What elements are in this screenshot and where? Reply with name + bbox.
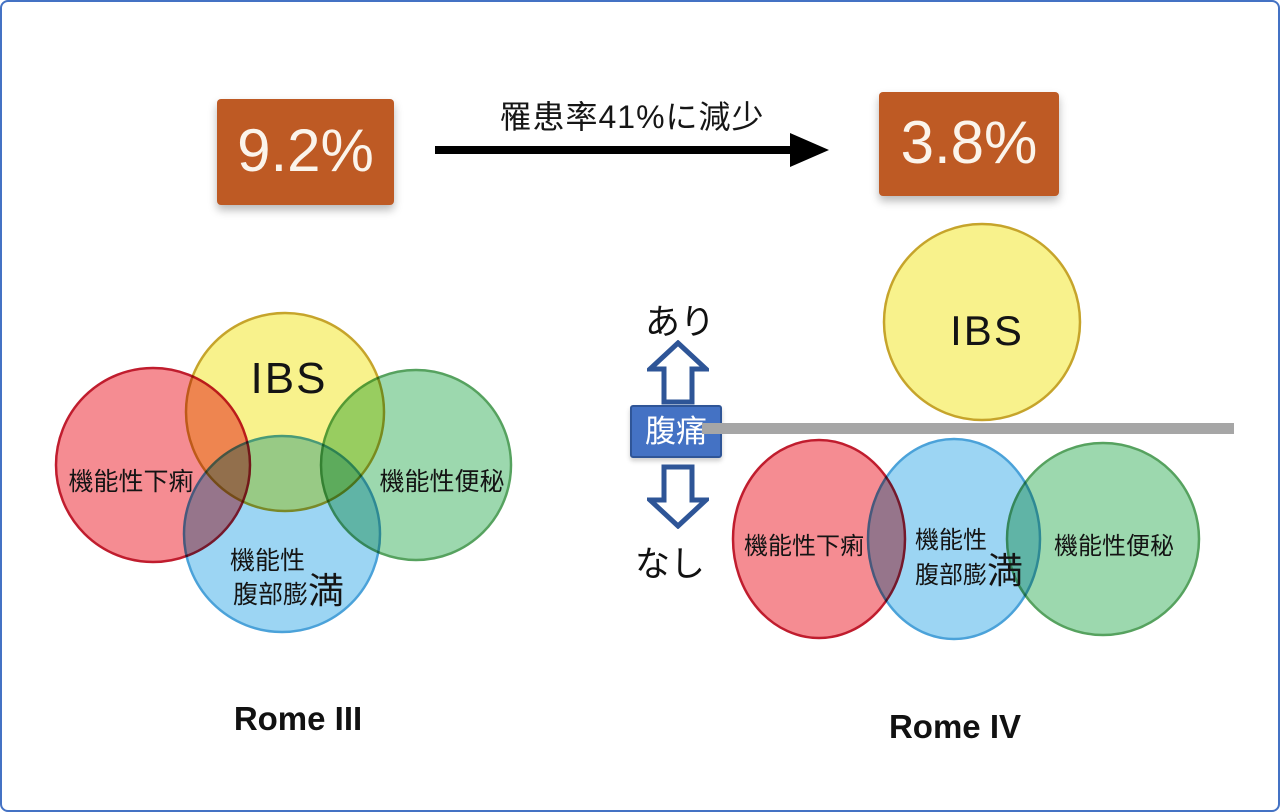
rome3-constipation-label: 機能性便秘 [379,468,504,496]
rome3-ibs-label: IBS [251,354,328,403]
rome4-ibs-circle [882,222,1082,422]
rome4-functional-constipation-circle [1005,441,1201,637]
decrease-arrow-shaft [435,146,792,154]
rome3-functional-bloating-circle [182,434,382,634]
rome4-prevalence-box: 3.8% [879,92,1059,196]
rome4-ibs-label: IBS [950,307,1024,354]
rome4-constipation-label: 機能性便秘 [1054,533,1174,560]
abdominal-pain-present-label: あり [644,303,715,342]
rome3-diarrhea-label: 機能性下痢 [68,468,193,496]
rome3-title: Rome III [233,700,363,737]
decrease-arrow-head [790,133,829,167]
rome4-bloating-label-line1: 機能性 [915,527,987,554]
abdominal-pain-divider-line [702,423,1234,434]
rome4-title: Rome IV [888,708,1022,745]
decrease-arrow [435,133,829,167]
abdominal-pain-up-arrow-icon [647,340,709,405]
rome3-bloating-label-line2: 腹部膨満 [233,570,344,611]
rome3-venn-diagram: IBS 機能性下痢 機能性便秘 機能性 腹部膨満 [54,311,513,634]
abdominal-pain-absent-label: なし [634,545,705,584]
rome4-venn-diagram: IBS 機能性下痢 機能性 腹部膨満 機能性便秘 [731,222,1201,641]
rome4-bloating-label-line2: 腹部膨満 [915,550,1023,591]
abdominal-pain-down-arrow-icon [647,464,709,529]
rome4-diarrhea-label: 機能性下痢 [744,533,864,560]
rome3-prevalence-box: 9.2% [217,99,394,205]
rome3-bloating-label-line1: 機能性 [230,547,305,575]
decrease-caption: 罹患率41%に減少 [499,99,765,135]
